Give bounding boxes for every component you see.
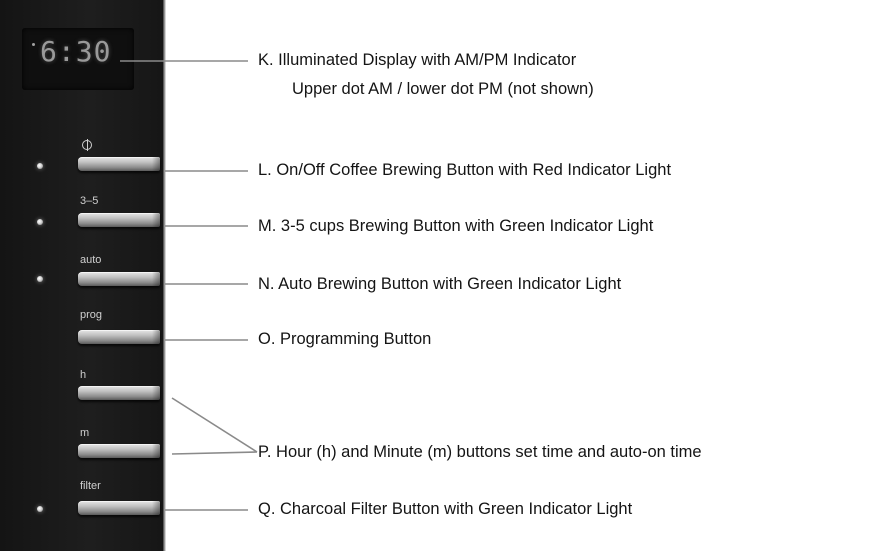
- auto-button[interactable]: [78, 272, 160, 286]
- hour-button[interactable]: [78, 386, 160, 400]
- prog-button-label: prog: [80, 309, 103, 321]
- callout-k-line2: Upper dot AM / lower dot PM (not shown): [292, 80, 594, 98]
- am-indicator-dot: [32, 43, 35, 46]
- leader-line-p-minute: [171, 451, 258, 455]
- callout-p: P. Hour (h) and Minute (m) buttons set t…: [258, 443, 702, 461]
- filter-button-label: filter: [80, 480, 101, 492]
- minute-button-label: m: [80, 427, 90, 439]
- prog-button[interactable]: [78, 330, 160, 344]
- auto-button-label: auto: [80, 254, 102, 266]
- callout-o: O. Programming Button: [258, 330, 432, 348]
- cups-indicator-light: [37, 219, 43, 225]
- panel-edge: [163, 0, 166, 551]
- callout-l: L. On/Off Coffee Brewing Button with Red…: [258, 161, 672, 179]
- on-off-indicator-light: [37, 163, 43, 169]
- callout-m: M. 3-5 cups Brewing Button with Green In…: [258, 217, 654, 235]
- callout-n: N. Auto Brewing Button with Green Indica…: [258, 275, 622, 293]
- filter-button[interactable]: [78, 501, 160, 515]
- filter-indicator-light: [37, 506, 43, 512]
- on-off-button[interactable]: [78, 157, 160, 171]
- illuminated-display: [22, 28, 134, 90]
- callout-q: Q. Charcoal Filter Button with Green Ind…: [258, 500, 633, 518]
- leader-line-p-hour: [171, 397, 258, 453]
- display-time: 6:30: [40, 35, 112, 68]
- minute-button[interactable]: [78, 444, 160, 458]
- callout-k-line1: K. Illuminated Display with AM/PM Indica…: [258, 51, 577, 69]
- cups-3-5-button[interactable]: [78, 213, 160, 227]
- auto-indicator-light: [37, 276, 43, 282]
- power-icon: [82, 139, 92, 151]
- hour-button-label: h: [80, 369, 87, 381]
- cups-button-label: 3–5: [80, 195, 99, 207]
